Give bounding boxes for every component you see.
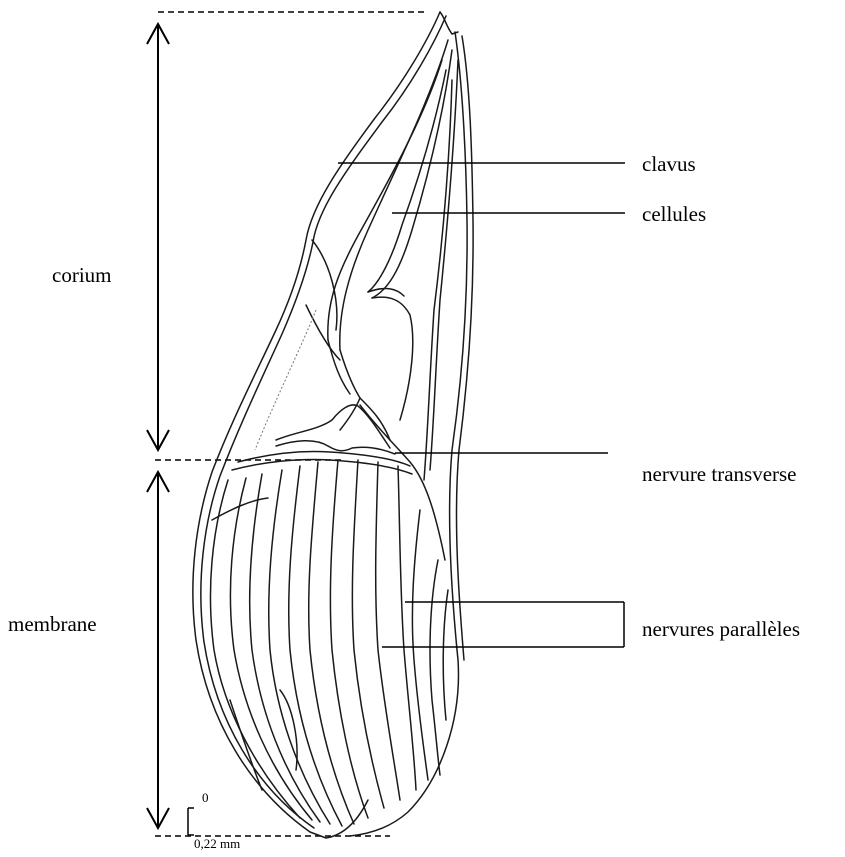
scale-top-label: 0 [202,790,209,806]
membrane-veins [210,460,448,826]
dotted-vein [255,310,316,450]
label-clavus: clavus [642,152,696,177]
paralleles-bracket [382,602,624,647]
label-corium: corium [52,263,111,288]
label-cellules: cellules [642,202,706,227]
membrane-arrow [147,472,169,828]
label-membrane: membrane [8,612,97,637]
scale-bar [188,808,194,835]
corium-arrow [147,24,169,450]
label-nervures-paralleles: nervures parallèles [642,617,800,642]
label-nervure-transverse: nervure transverse [642,462,797,487]
scale-bottom-label: 0,22 mm [194,836,240,852]
